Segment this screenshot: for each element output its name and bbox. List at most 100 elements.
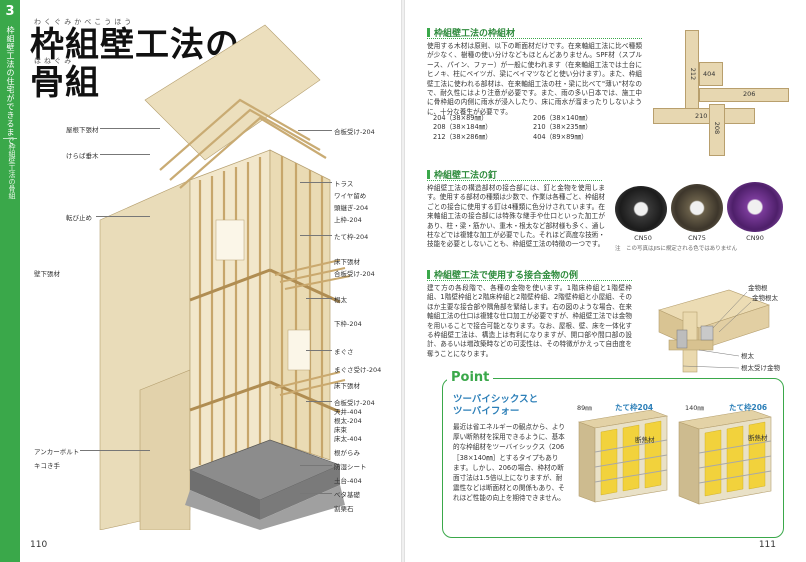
leader-line — [100, 128, 160, 129]
callout-neta-ukekanamono: 根太受け金物 — [741, 364, 780, 372]
hardware-illustration — [658, 289, 770, 373]
page-title: 枠組壁工法の 骨組 — [30, 26, 240, 102]
callout-kanamono: 金物根 — [748, 284, 768, 292]
framing-illustration — [99, 24, 351, 530]
callout-neta: 根太 — [741, 352, 754, 360]
lumber-206 — [699, 88, 789, 102]
lumber-210 — [653, 108, 755, 124]
leader-line — [80, 450, 150, 451]
left-page: 3 枠組壁工法の住宅ができるまで 枠組壁工法の骨組 わくぐみかべこうほう 枠組壁… — [0, 0, 382, 562]
section-divider — [427, 38, 642, 39]
label-r-11: まぐさ — [334, 348, 354, 356]
label-l-2: けらば垂木 — [66, 152, 99, 160]
board-label-210: 210 — [695, 112, 708, 120]
chapter-number: 3 — [5, 4, 15, 19]
chapter-tab[interactable]: 3 枠組壁工法の住宅ができるまで 枠組壁工法の骨組 — [0, 0, 20, 562]
lumber-spec-list: 204（38×89㎜） 206（38×140㎜） 208（38×184㎜） 210（… — [433, 114, 648, 142]
label-l-3: 転び止め — [66, 214, 92, 222]
label-insulation-right: 断熱材 — [748, 434, 768, 442]
dim-140mm: 140㎜ — [685, 404, 704, 412]
label-insulation-left: 断熱材 — [635, 436, 655, 444]
label-stud-206: たて枠206 — [729, 403, 768, 412]
callout-kanamono-neta: 金物根太 — [752, 294, 778, 302]
label-r-7: 床下張材 — [334, 258, 360, 266]
label-r-21: 土台-404 — [334, 477, 362, 485]
label-stud-204: たて枠204 — [615, 403, 654, 412]
label-r-5: 上枠-204 — [334, 216, 362, 224]
title-ruby-1: わくぐみかべこうほう — [34, 18, 135, 26]
section-name: 枠組壁工法の骨組 — [3, 138, 17, 199]
leader-line — [306, 401, 332, 402]
section-body-framing-lumber: 使用する木材は原則、以下の断面材だけです。在来軸組工法に比べ種類が少なく、樹種の… — [427, 42, 642, 116]
nail-label-cn90: CN90 — [746, 234, 764, 242]
page-title-line1: 枠組壁工法の — [30, 25, 240, 65]
label-r-15: 天井-404 — [334, 408, 362, 416]
nail-coil-cn50 — [615, 186, 667, 232]
label-r-6: たて枠-204 — [334, 233, 369, 241]
label-l-1: 屋根下張材 — [66, 126, 99, 134]
spec-item: 206（38×140㎜） — [533, 114, 592, 122]
point-tag: Point — [447, 370, 494, 385]
label-l-4: 壁下張材 — [34, 270, 60, 278]
nail-note: 注 この写真はJISに規定される色ではありません — [615, 246, 738, 252]
leader-line — [300, 235, 332, 236]
point-body: 最近は省エネルギーの観点から、より厚い断熱材を採用できるように、基本的な枠組材を… — [453, 423, 565, 503]
spec-item: 204（38×89㎜） — [433, 114, 488, 122]
page-number-left: 110 — [30, 540, 48, 550]
label-r-20: 防湿シート — [334, 463, 367, 471]
chapter-title: 枠組壁工法の住宅ができるまで — [6, 26, 15, 145]
leader-line — [100, 154, 150, 155]
label-r-3: ワイヤ留め — [334, 192, 367, 200]
nail-label-cn75: CN75 — [688, 234, 706, 242]
label-r-1: 合板受け-204 — [334, 128, 375, 136]
page-number-right: 111 — [758, 540, 776, 550]
dim-89mm: 89㎜ — [577, 404, 592, 412]
leader-line — [298, 130, 332, 131]
label-r-2: トラス — [334, 180, 354, 188]
label-r-9: 根太 — [334, 296, 347, 304]
lumber-404 — [699, 62, 723, 86]
leader-line — [300, 182, 332, 183]
leader-line — [96, 216, 150, 217]
lumber-208 — [709, 104, 725, 156]
point-title: ツーバイシックスと ツーバイフォー — [453, 394, 538, 418]
board-label-212: 212 — [689, 67, 698, 81]
label-r-23: 割栗石 — [334, 505, 354, 513]
board-label-404: 404 — [703, 70, 716, 78]
label-r-22: べタ基礎 — [334, 491, 360, 499]
label-l-5: アンカーボルト — [34, 448, 80, 456]
nail-label-cn50: CN50 — [634, 234, 652, 242]
label-r-19: 根がらみ — [334, 449, 360, 457]
page-title-line2: 骨組 — [30, 63, 100, 103]
title-ruby-2: ほねぐみ — [34, 57, 75, 65]
wall-comparison-illustration — [577, 409, 772, 505]
leader-line — [300, 493, 332, 494]
spec-item: 404（89×89㎜） — [533, 132, 588, 141]
label-r-18: 床太-404 — [334, 435, 362, 443]
book-spine — [401, 0, 405, 562]
leader-line — [300, 465, 332, 466]
nail-coil-cn90 — [727, 182, 783, 232]
point-title-line2: ツーバイフォー — [453, 406, 520, 417]
point-title-line1: ツーバイシックスと — [453, 394, 539, 405]
section-body-nails: 枠組壁工法の構造部材の接合部には、釘と金物を使用します。使用する部材の種類は少数… — [427, 184, 605, 249]
leader-line — [306, 350, 332, 351]
label-l-6: キコき手 — [34, 462, 60, 470]
section-title-hardware: 枠組壁工法で使用する接合金物の例 — [427, 268, 578, 281]
board-label-208: 208 — [713, 121, 722, 135]
spec-item: 208（38×184㎜） — [433, 123, 492, 132]
section-body-hardware: 建て方の各段階で、各種の金物を使います。1階床枠組と1階壁枠組、1階壁枠組と2階… — [427, 284, 632, 358]
section-title-nails: 枠組壁工法の釘 — [427, 168, 497, 181]
label-r-8: 合板受け-204 — [334, 270, 375, 278]
label-r-4: 頭継ぎ-204 — [334, 204, 369, 212]
nail-coil-cn75 — [671, 184, 723, 232]
leader-line — [306, 298, 332, 299]
spec-item: 210（38×235㎜） — [533, 123, 592, 132]
label-r-12: まぐさ受け-204 — [334, 366, 382, 374]
board-label-206: 206 — [743, 90, 756, 98]
right-page: 枠組壁工法の枠組材 使用する木材は原則、以下の断面材だけです。在来軸組工法に比べ… — [403, 0, 806, 562]
label-r-13: 床下張材 — [334, 382, 360, 390]
label-r-14: 合板受け-204 — [334, 399, 375, 407]
label-r-16: 根太-204 — [334, 417, 362, 425]
label-r-17: 床束 — [334, 426, 347, 434]
